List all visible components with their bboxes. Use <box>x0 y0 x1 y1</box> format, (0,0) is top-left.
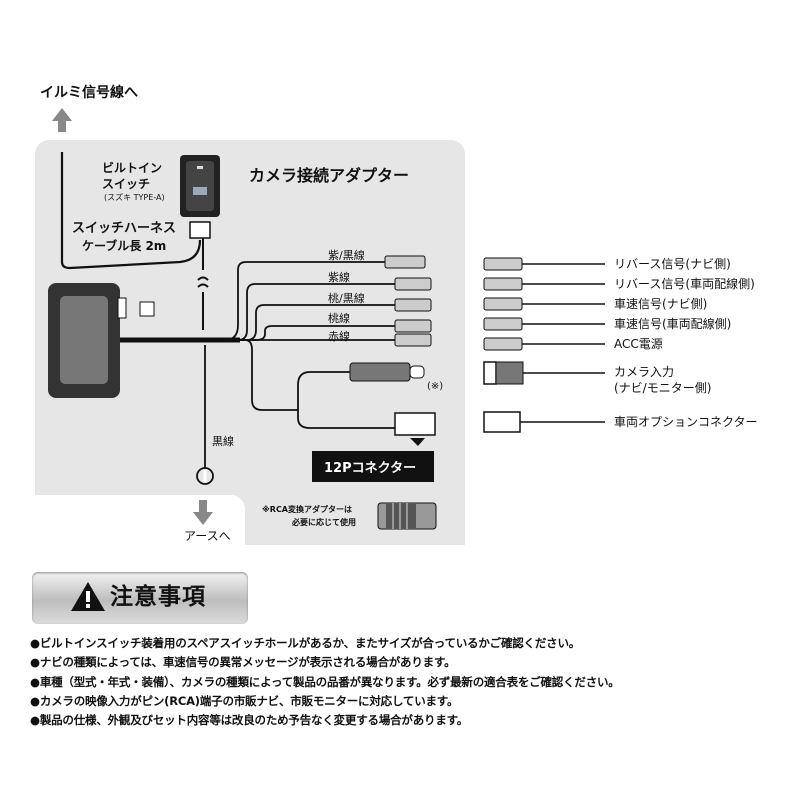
rca-note-2: 必要に応じて使用 <box>292 518 356 527</box>
output-camera-input-sub: (ナビ/モニター側) <box>614 381 712 395</box>
wire-plugs <box>384 255 432 347</box>
label-pointer <box>410 438 425 446</box>
caution-item: ●車種（型式・年式・装備）、カメラの種類によって製品の品番が異なります。必ず最新… <box>30 674 620 689</box>
note-marker: (※) <box>427 381 444 392</box>
switch-label-3: (スズキ TYPE-A) <box>104 193 165 202</box>
camera-input-connector <box>483 361 524 385</box>
adapter-box <box>48 283 155 398</box>
diagram-title: カメラ接続アダプター <box>249 166 410 185</box>
harness-wire <box>197 238 209 330</box>
caution-title: 注意事項 <box>110 584 206 610</box>
caution-item: ●製品の仕様、外観及びセット内容等は改良のため予告なく変更する場合があります。 <box>30 713 469 728</box>
wire-label-pink: 桃線 <box>328 312 350 325</box>
wire-label-purple-black: 紫/黒線 <box>328 249 365 262</box>
output-wires <box>520 263 605 423</box>
caution-item: ●ビルトインスイッチ装着用のスペアスイッチホールがあるか、またサイズが合っている… <box>30 636 581 650</box>
harness-label-2: ケーブル長 2m <box>82 239 167 253</box>
connector-12p <box>394 412 436 436</box>
option-connector <box>483 411 521 433</box>
rca-adapter <box>377 502 437 530</box>
caution-item: ●カメラの映像入力がピン(RCA)端子の市販ナビ、市販モニターに対応しています。 <box>30 693 459 708</box>
switch-label-2: スイッチ <box>102 177 151 191</box>
ground-terminal-icon <box>196 467 214 485</box>
output-reverse-navi: リバース信号(ナビ側) <box>614 257 731 271</box>
wire-label-red: 赤線 <box>328 330 350 343</box>
illumination-wire <box>60 152 202 270</box>
rca-note-1: ※RCA変換アダプターは <box>262 505 352 514</box>
panel-cutout <box>35 495 245 550</box>
output-reverse-vehicle: リバース信号(車両配線側) <box>614 277 755 291</box>
wire-label-pink-black: 桃/黒線 <box>328 292 365 305</box>
output-option-connector: 車両オプションコネクター <box>614 415 758 429</box>
output-acc: ACC電源 <box>614 337 663 351</box>
caution-item: ●ナビの種類によっては、車速信号の異常メッセージが表示される場合があります。 <box>30 655 456 670</box>
output-plugs <box>483 257 523 351</box>
caution-header <box>32 572 248 624</box>
builtin-switch <box>180 155 220 217</box>
down-arrow-icon <box>193 500 213 525</box>
harness-label-1: スイッチハーネス <box>72 221 177 236</box>
output-speed-navi: 車速信号(ナビ側) <box>614 297 708 311</box>
ground-wire-label: 黒線 <box>212 435 234 448</box>
switch-label-1: ビルトイン <box>102 161 163 175</box>
signal-wires <box>200 261 395 468</box>
up-arrow-icon <box>52 108 72 132</box>
harness-connector <box>189 221 211 239</box>
illumination-label: イルミ信号線へ <box>40 85 138 101</box>
ground-label: アースへ <box>184 529 231 543</box>
connector-12p-label: 12Pコネクター <box>312 451 435 482</box>
caution-list: ●ビルトインスイッチ装着用のスペアスイッチホールがあるか、またサイズが合っている… <box>30 634 620 730</box>
output-camera-input: カメラ入力 <box>614 365 675 379</box>
rca-plug <box>349 362 425 382</box>
output-speed-vehicle: 車速信号(車両配線側) <box>614 317 732 331</box>
wire-label-purple: 紫線 <box>328 271 350 284</box>
